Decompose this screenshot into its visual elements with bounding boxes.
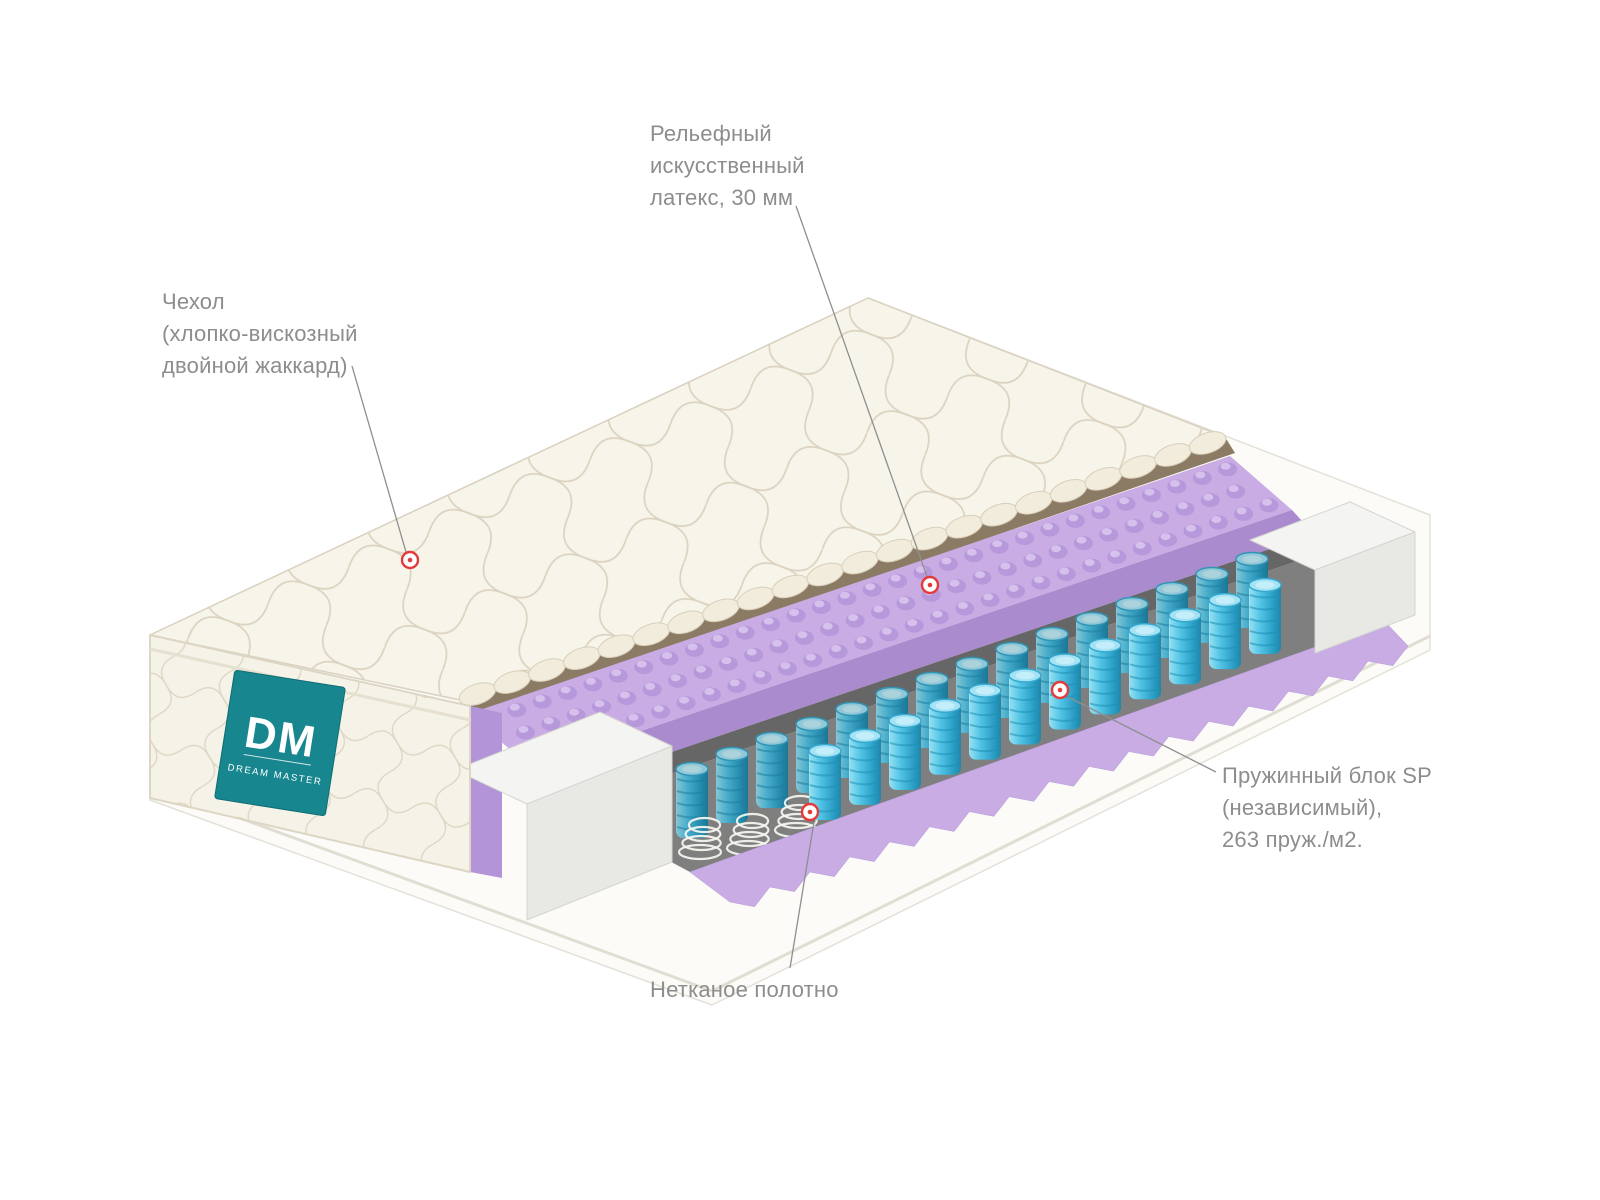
marker-nonwoven xyxy=(800,802,820,822)
leader-spring-block xyxy=(1067,696,1217,773)
annotation-line: Пружинный блок SP xyxy=(1222,763,1432,788)
annotation-line: (независимый), xyxy=(1222,794,1383,820)
annotation-line: Нетканое полотно xyxy=(650,977,839,1002)
annotation-nonwoven: Нетканое полотно xyxy=(650,974,839,1006)
annotation-leaders xyxy=(351,205,1217,969)
annotation-cover: Чехол (хлопко-вискозный двойной жаккард) xyxy=(162,286,358,382)
brand-label: DM DREAM MASTER xyxy=(214,669,346,817)
leader-nonwoven xyxy=(789,821,815,969)
annotation-spring-block: Пружинный блок SP (независимый), 263 пру… xyxy=(1222,760,1432,856)
mattress-end-face: DM DREAM MASTER xyxy=(149,634,471,873)
latex-layer-front xyxy=(532,510,1314,792)
annotation-line: Рельефный xyxy=(650,121,772,146)
annotation-line: (хлопко-вискозный xyxy=(162,320,358,346)
annotation-line: латекс, 30 мм xyxy=(650,184,794,210)
foam-block-right xyxy=(1249,501,1416,654)
annotation-line: искусственный xyxy=(650,152,805,178)
annotation-line: двойной жаккард) xyxy=(162,352,348,378)
mattress-body: DM DREAM MASTER xyxy=(149,297,1431,1006)
marker-cover xyxy=(400,550,420,570)
foam-block-left xyxy=(454,711,673,921)
annotation-line: 263 пруж./м2. xyxy=(1222,826,1363,852)
marker-spring-block xyxy=(1050,680,1070,700)
annotation-markers xyxy=(400,550,1070,822)
leader-latex xyxy=(795,205,931,586)
quilt-scallop-edge xyxy=(458,431,1227,706)
brand-initials: DM xyxy=(241,708,320,768)
annotation-line: Чехол xyxy=(162,289,225,314)
annotation-latex: Рельефный искусственный латекс, 30 мм xyxy=(650,118,805,214)
leader-cover xyxy=(351,365,407,553)
latex-cut-section xyxy=(470,706,502,878)
relief-latex-bottom-layer xyxy=(689,621,1409,908)
marker-latex xyxy=(920,575,940,595)
